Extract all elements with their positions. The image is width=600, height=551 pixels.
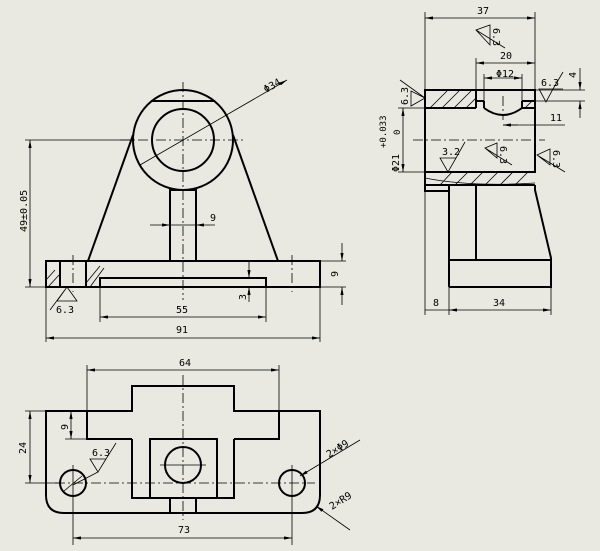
- dim-corner-radius: 2×R9: [328, 490, 354, 512]
- dim-total-width: 91: [176, 325, 188, 336]
- roughness-symbol-left: 6.3: [399, 79, 426, 107]
- tolerance-lower: 0: [393, 130, 403, 135]
- roughness-symbol: 6.3: [72, 442, 117, 486]
- svg-text:6.3: 6.3: [550, 150, 561, 168]
- side-view: 37 20 Φ12 4 11 Φ21 +0.033 0 8 34 6.3 6.3…: [379, 6, 585, 315]
- svg-text:6.3: 6.3: [541, 78, 559, 89]
- svg-text:6.3: 6.3: [92, 448, 110, 459]
- dim-hole-diameter: Φ12: [496, 69, 514, 80]
- roughness-symbol-top: 6.3: [475, 24, 506, 49]
- svg-text:6.3: 6.3: [400, 87, 411, 105]
- dim-base-thickness: 9: [330, 271, 341, 277]
- dim-top-depth: 4: [568, 72, 579, 78]
- roughness-symbol-bore: 3.2: [439, 141, 466, 173]
- dim-holes-diameter: 2×Φ9: [325, 438, 351, 460]
- dim-length: 37: [477, 6, 489, 17]
- svg-text:6.3: 6.3: [56, 305, 74, 316]
- tolerance-upper: +0.033: [379, 115, 389, 148]
- dim-left-width: 8: [433, 298, 439, 309]
- dim-holes-spacing: 73: [178, 525, 190, 536]
- dim-height: 49±0.05: [19, 190, 30, 232]
- dim-hole-position: 11: [550, 113, 562, 124]
- dim-stem-width: 9: [210, 213, 216, 224]
- dim-base-length: 34: [493, 298, 505, 309]
- dim-bore-diameter: Φ21: [391, 154, 402, 172]
- dim-depth-24: 24: [18, 442, 29, 454]
- dim-diameter-34: Φ34: [262, 77, 283, 96]
- svg-text:6.3: 6.3: [490, 28, 501, 46]
- top-view: 64 24 9 73 2×Φ9 2×R9 6.3: [18, 358, 361, 545]
- front-view: Φ34 49±0.05 9 9 3 55 91 6.3: [19, 77, 346, 342]
- dim-bore-length: 20: [500, 51, 512, 62]
- dim-recess-depth: 3: [238, 294, 249, 300]
- svg-text:6.3: 6.3: [497, 146, 508, 164]
- roughness-symbol-mid: 6.3: [484, 142, 513, 166]
- roughness-symbol-right: 6.3: [538, 71, 564, 103]
- roughness-symbol: 6.3: [49, 286, 78, 316]
- svg-text:3.2: 3.2: [442, 147, 460, 158]
- roughness-symbol-end: 6.3: [536, 148, 566, 173]
- dim-step-9: 9: [60, 424, 71, 430]
- dim-recess-width: 55: [176, 305, 188, 316]
- dim-width-64: 64: [179, 358, 191, 369]
